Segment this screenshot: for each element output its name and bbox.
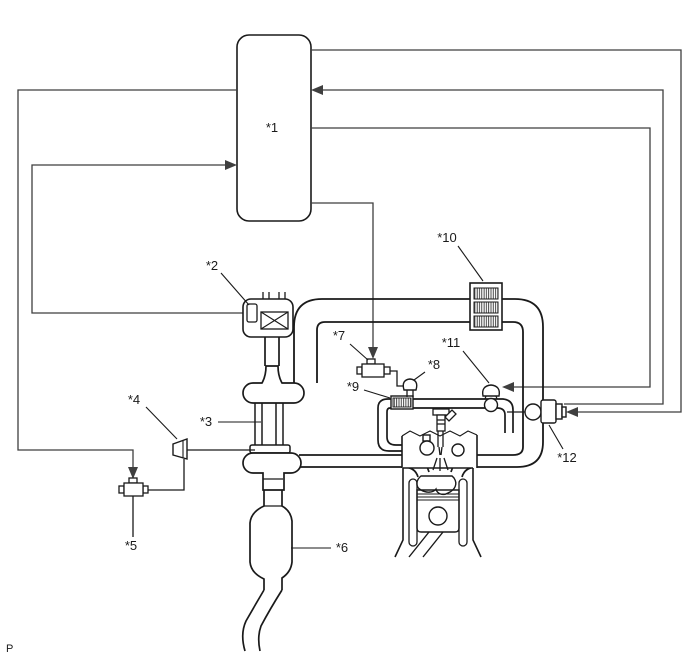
- cylinder-head: [401, 430, 478, 469]
- injector-connector: [444, 409, 457, 422]
- arrowhead-into-5: [128, 467, 138, 479]
- wire-canister-to-ecm: [31, 164, 243, 314]
- callout-9: *9: [347, 379, 359, 394]
- callout-4: *4: [128, 392, 140, 407]
- filter-element-row: [473, 315, 499, 328]
- injector-nozzle: [437, 431, 444, 456]
- callout-5: *5: [125, 538, 137, 553]
- port-check-ball: [483, 397, 499, 413]
- callout-12: *12: [557, 450, 577, 465]
- tailpipe: [241, 589, 265, 652]
- callout-2: *2: [206, 258, 218, 273]
- wrist-pin: [428, 506, 448, 526]
- fuel-injector: [432, 408, 457, 471]
- canister-pump-module: [246, 303, 258, 323]
- valve7-port-right: [383, 366, 391, 375]
- injector-flange: [432, 408, 450, 416]
- valve7-port-left: [356, 366, 363, 375]
- callout-6: *6: [336, 540, 348, 555]
- filter-element-row: [473, 301, 499, 314]
- callout-leaders: [145, 245, 564, 549]
- valve5-body: [123, 482, 144, 497]
- valve-stem-cap: [422, 434, 431, 442]
- connecting-rod: [408, 531, 444, 558]
- valve7-body: [361, 363, 385, 378]
- valve-spring-right: [451, 443, 465, 457]
- leader-10: [457, 245, 484, 282]
- callout-3: *3: [200, 414, 212, 429]
- arrowhead-into-11: [502, 382, 514, 392]
- canister-vent-ports: [262, 292, 286, 299]
- air-filter-9: [390, 395, 414, 410]
- purge-port-11: [481, 384, 501, 400]
- injector-body: [436, 414, 446, 432]
- head-internals: [419, 434, 465, 457]
- leader-9: [363, 389, 391, 399]
- vsv-valve-7: [356, 358, 391, 378]
- valve5-port-right: [142, 485, 149, 494]
- vent-pipe-3: [254, 403, 284, 446]
- wire-ecm-to-port11: [311, 127, 651, 388]
- wire-ecm-to-valve5: [17, 89, 237, 467]
- throttle-valve: [524, 403, 542, 421]
- leader-7: [349, 343, 369, 361]
- canister-down-pipe: [264, 337, 280, 366]
- valve-spring-left: [419, 440, 435, 456]
- leader-12: [548, 424, 564, 450]
- head-cutaway-edge: [401, 430, 478, 437]
- leader-4: [145, 406, 178, 440]
- exhaust-front-pipe: [299, 454, 403, 468]
- air-cleaner: [469, 282, 503, 331]
- hose-5-to-4: [148, 459, 185, 491]
- page-corner-marker: P: [6, 643, 13, 655]
- sensor-12: [540, 399, 567, 424]
- arrowhead-into-7: [368, 347, 378, 359]
- valve5-port-left: [118, 485, 125, 494]
- leader-8: [413, 371, 426, 381]
- sensor12-step: [555, 403, 563, 420]
- engine-block: [394, 468, 482, 558]
- callout-10: *10: [437, 230, 457, 245]
- combustion-chamber: [416, 475, 457, 496]
- air-inlet-8: [402, 378, 418, 397]
- arrowhead-into-12: [566, 407, 578, 417]
- wire-ecm-to-sensor12: [311, 49, 682, 413]
- callout-8: *8: [428, 357, 440, 372]
- callout-11: *11: [442, 335, 461, 350]
- signal-wires: [17, 49, 682, 467]
- sensor12-body: [540, 399, 557, 424]
- valve5-port-top: [128, 477, 138, 484]
- callout-1: *1: [266, 120, 278, 135]
- sensor12-nipple: [561, 406, 567, 418]
- arrowhead-into-ecm-right: [311, 85, 323, 95]
- pipe-collar: [249, 444, 291, 454]
- leader-11: [462, 350, 490, 384]
- valve-5: [118, 477, 149, 497]
- wire-arrowheads: [128, 85, 578, 479]
- wire-sensor12-to-ecm: [323, 89, 664, 405]
- callout-7: *7: [333, 328, 345, 343]
- callout-labels: *1 *2 *3 *4 *5 *6 *7 *8 *9 *10 *11 *12: [125, 120, 577, 555]
- check-valve-4: [172, 438, 188, 460]
- filter-element-row: [473, 287, 499, 300]
- arrowhead-into-ecm-left: [225, 160, 237, 170]
- piston-rings: [417, 493, 459, 501]
- intake-air-pipe: [293, 298, 544, 468]
- piston: [416, 489, 460, 533]
- catalytic-converter: [241, 490, 293, 652]
- upper-pipe-joint: [242, 365, 305, 404]
- lower-pipe-joint: [242, 452, 302, 491]
- hose-7-to-8: [390, 370, 404, 387]
- canister-2: [242, 292, 294, 338]
- canister-element-cross: [260, 311, 289, 330]
- leader-2: [220, 272, 250, 306]
- injector-spray: [432, 457, 449, 471]
